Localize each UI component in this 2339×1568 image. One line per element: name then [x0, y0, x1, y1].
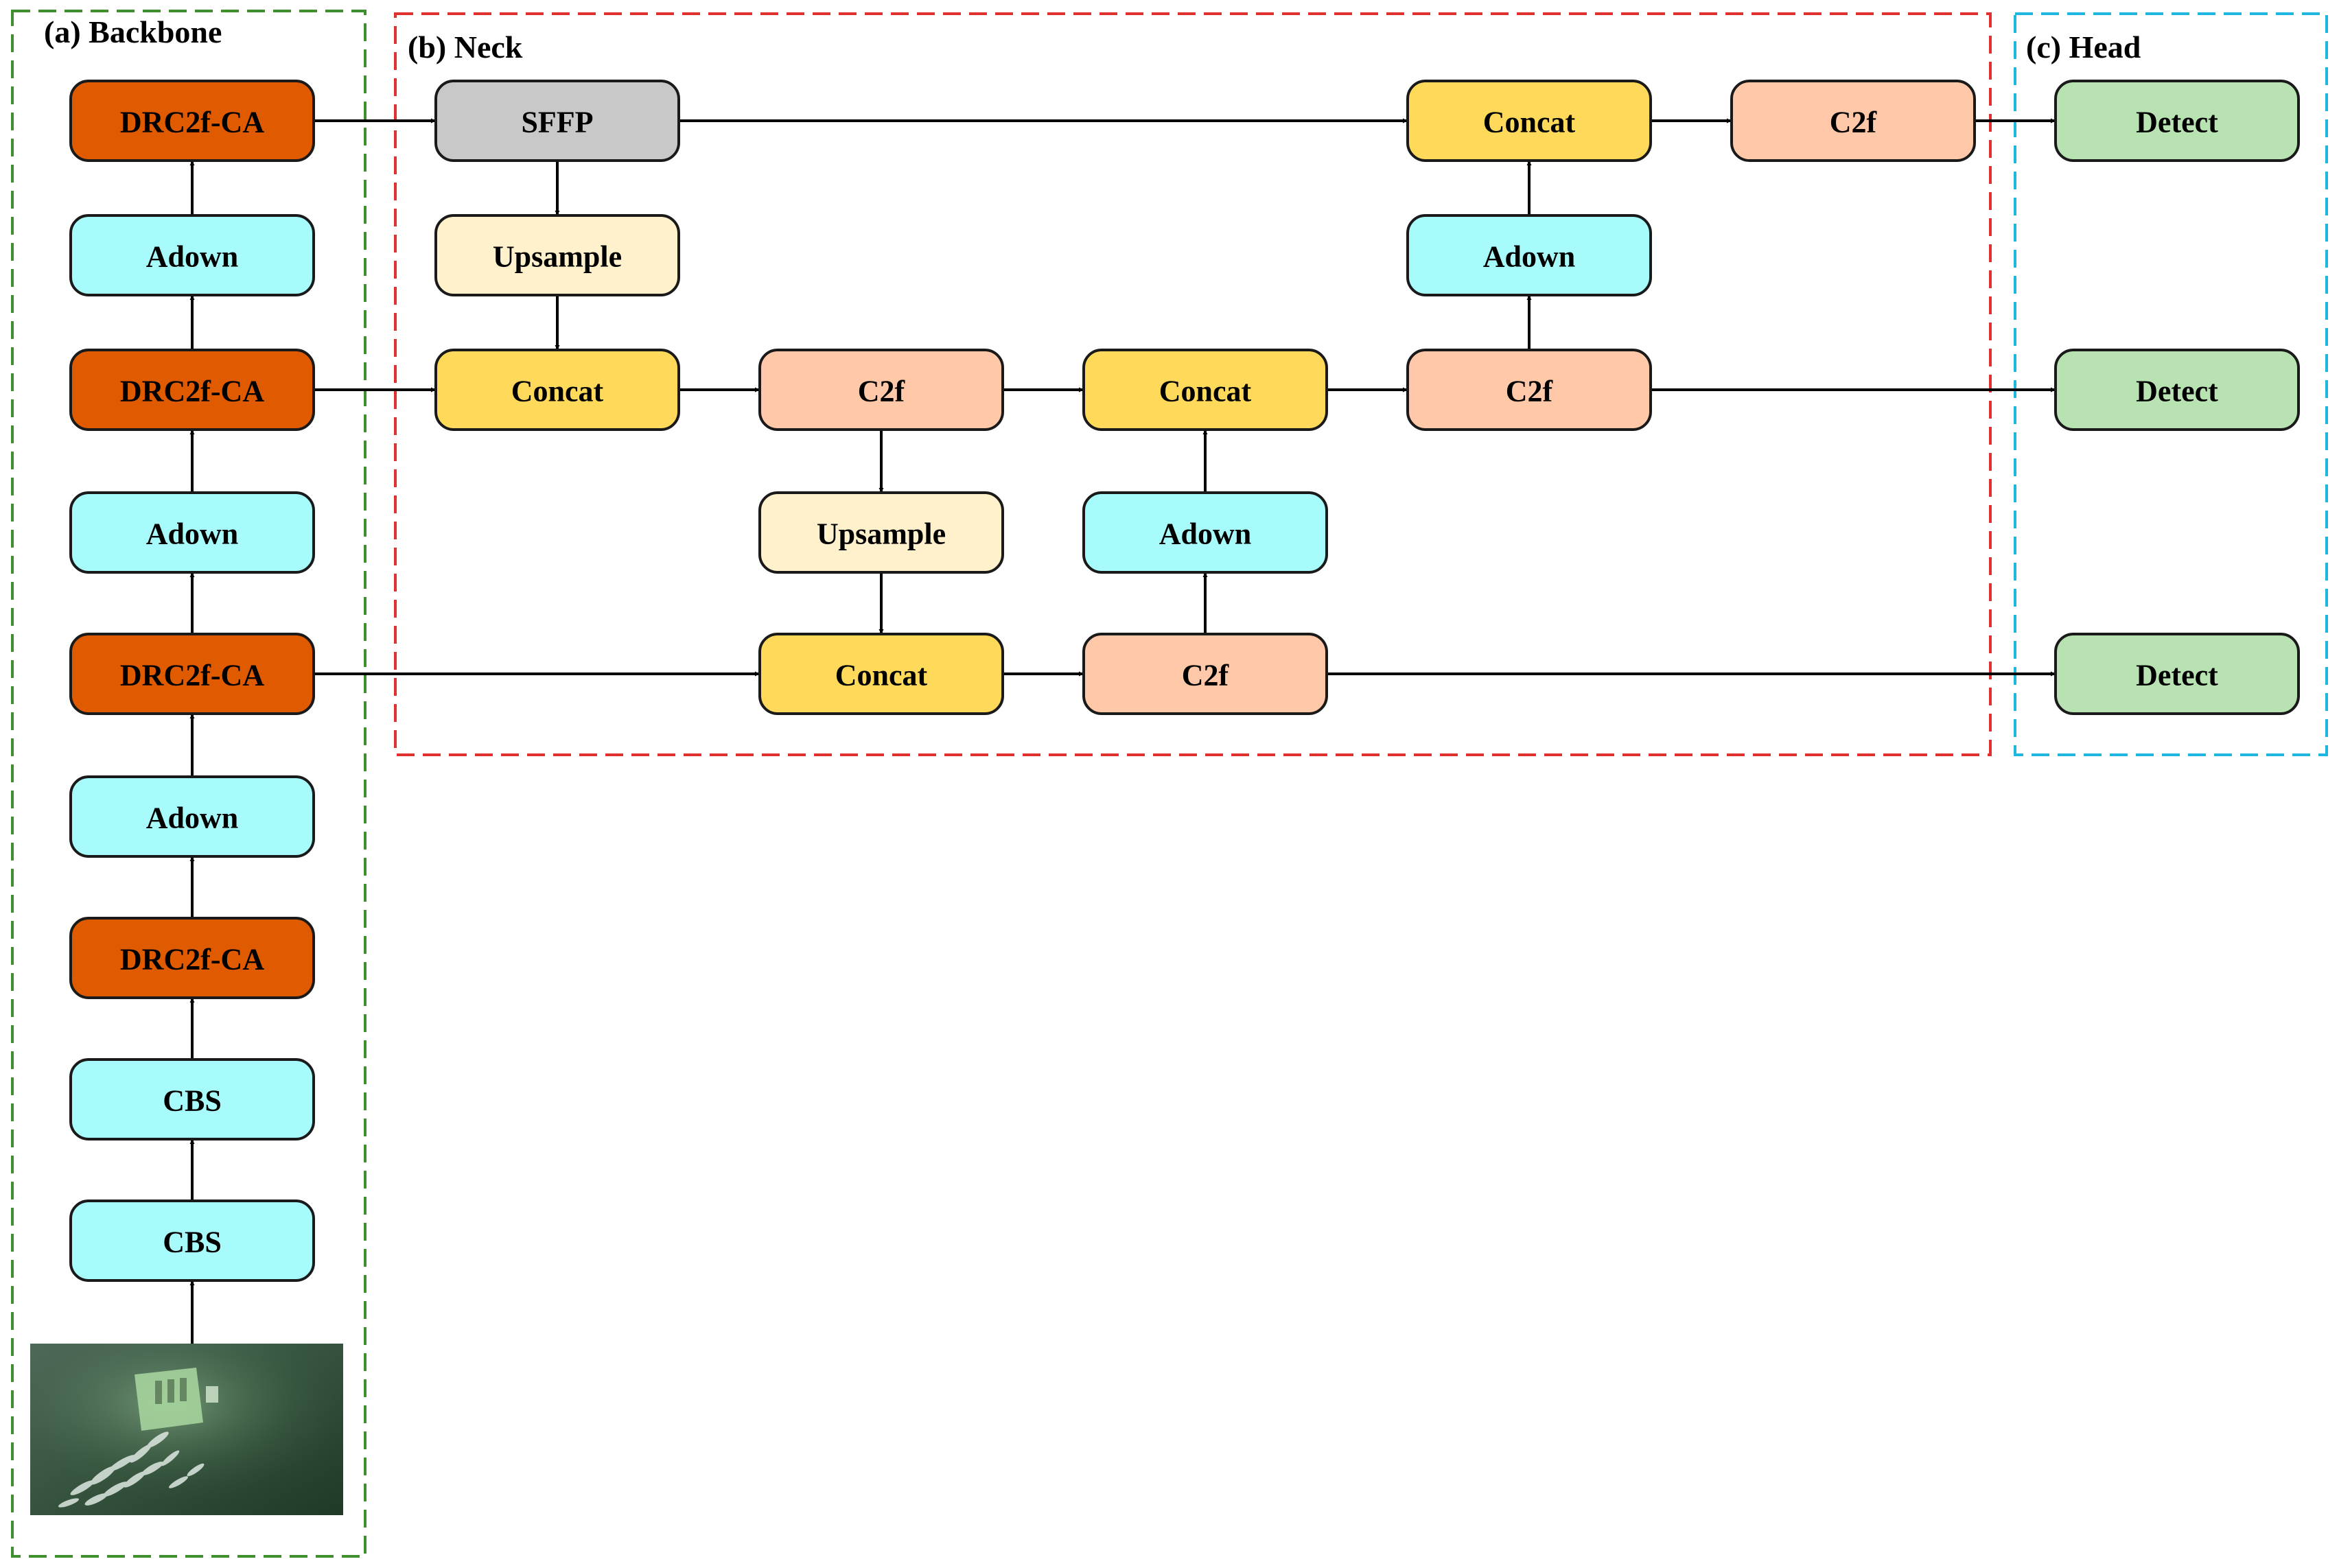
- node-n-c2f2: C2f: [1082, 633, 1328, 715]
- node-n-adown1: Adown: [1082, 491, 1328, 574]
- node-box: [69, 1058, 315, 1140]
- node-label: Detect: [2136, 659, 2218, 692]
- node-box: [2054, 80, 2300, 162]
- node-label: Adown: [146, 801, 239, 835]
- node-box: [1082, 491, 1328, 574]
- node-n-c2f4: C2f: [1730, 80, 1976, 162]
- node-label: DRC2f-CA: [120, 943, 264, 976]
- node-n-concat3: Concat: [1082, 349, 1328, 431]
- node-box: [434, 349, 680, 431]
- node-box: [2054, 349, 2300, 431]
- node-box: [434, 214, 680, 296]
- node-box: [1082, 633, 1328, 715]
- node-box: [69, 1200, 315, 1282]
- node-label: C2f: [1830, 106, 1878, 139]
- head-section: (c) Head: [2014, 12, 2328, 756]
- node-n-up2: Upsample: [758, 491, 1004, 574]
- node-n-concat2: Concat: [758, 633, 1004, 715]
- node-n-sffp: SFFP: [434, 80, 680, 162]
- node-box: [434, 80, 680, 162]
- node-box: [758, 349, 1004, 431]
- node-h-det1: Detect: [2054, 80, 2300, 162]
- node-label: DRC2f-CA: [120, 375, 264, 408]
- head-section-border: [2014, 12, 2328, 756]
- node-label: CBS: [163, 1084, 222, 1118]
- node-label: Adown: [1483, 240, 1576, 274]
- node-n-concat1: Concat: [434, 349, 680, 431]
- head-section-title: (c) Head: [2026, 30, 2141, 65]
- node-box: [69, 80, 315, 162]
- node-b-drc1: DRC2f-CA: [69, 80, 315, 162]
- node-label: DRC2f-CA: [120, 106, 264, 139]
- node-h-det3: Detect: [2054, 633, 2300, 715]
- nodes: DRC2f-CAAdownDRC2f-CAAdownDRC2f-CAAdownD…: [69, 80, 2300, 1282]
- node-label: DRC2f-CA: [120, 659, 264, 692]
- node-box: [69, 917, 315, 999]
- node-label: C2f: [1182, 659, 1230, 692]
- node-b-drc4: DRC2f-CA: [69, 917, 315, 999]
- connections: [189, 118, 2056, 1344]
- node-box: [1730, 80, 1976, 162]
- node-h-det2: Detect: [2054, 349, 2300, 431]
- node-n-adown2: Adown: [1406, 214, 1652, 296]
- node-b-adown1: Adown: [69, 214, 315, 296]
- node-b-adown3: Adown: [69, 775, 315, 858]
- node-b-cbs1: CBS: [69, 1058, 315, 1140]
- node-label: Adown: [146, 240, 239, 274]
- node-label: Adown: [146, 517, 239, 551]
- node-label: C2f: [1506, 375, 1554, 408]
- node-n-c2f3: C2f: [1406, 349, 1652, 431]
- node-box: [69, 775, 315, 858]
- node-label: Concat: [1483, 106, 1576, 139]
- neck-section-border: [394, 12, 1992, 756]
- node-b-drc2: DRC2f-CA: [69, 349, 315, 431]
- node-box: [1406, 349, 1652, 431]
- node-n-concat4: Concat: [1406, 80, 1652, 162]
- node-box: [69, 214, 315, 296]
- node-box: [758, 491, 1004, 574]
- node-label: Detect: [2136, 375, 2218, 408]
- backbone-section-border: [11, 10, 366, 1558]
- node-label: C2f: [858, 375, 906, 408]
- node-label: Detect: [2136, 106, 2218, 139]
- node-label: SFFP: [521, 106, 593, 139]
- fish-school-icon: [58, 1431, 205, 1508]
- node-label: Upsample: [493, 240, 622, 274]
- node-box: [1082, 349, 1328, 431]
- node-box: [69, 633, 315, 715]
- node-box: [69, 349, 315, 431]
- node-n-up1: Upsample: [434, 214, 680, 296]
- backbone-section: (a) Backbone: [11, 10, 366, 1558]
- node-label: Adown: [1159, 517, 1252, 551]
- node-b-cbs2: CBS: [69, 1200, 315, 1282]
- node-label: Concat: [835, 659, 928, 692]
- backbone-section-title: (a) Backbone: [44, 14, 222, 49]
- node-b-adown2: Adown: [69, 491, 315, 574]
- neck-section-title: (b) Neck: [408, 30, 523, 65]
- node-box: [69, 491, 315, 574]
- node-n-c2f1: C2f: [758, 349, 1004, 431]
- underwater-input-image: [30, 1344, 343, 1515]
- node-b-drc3: DRC2f-CA: [69, 633, 315, 715]
- node-box: [758, 633, 1004, 715]
- node-label: CBS: [163, 1226, 222, 1259]
- node-box: [1406, 214, 1652, 296]
- submerged-sign-icon: [135, 1368, 218, 1431]
- node-label: Concat: [1159, 375, 1252, 408]
- node-label: Concat: [511, 375, 604, 408]
- node-box: [1406, 80, 1652, 162]
- node-box: [2054, 633, 2300, 715]
- node-label: Upsample: [817, 517, 946, 551]
- neck-section: (b) Neck: [394, 12, 1992, 756]
